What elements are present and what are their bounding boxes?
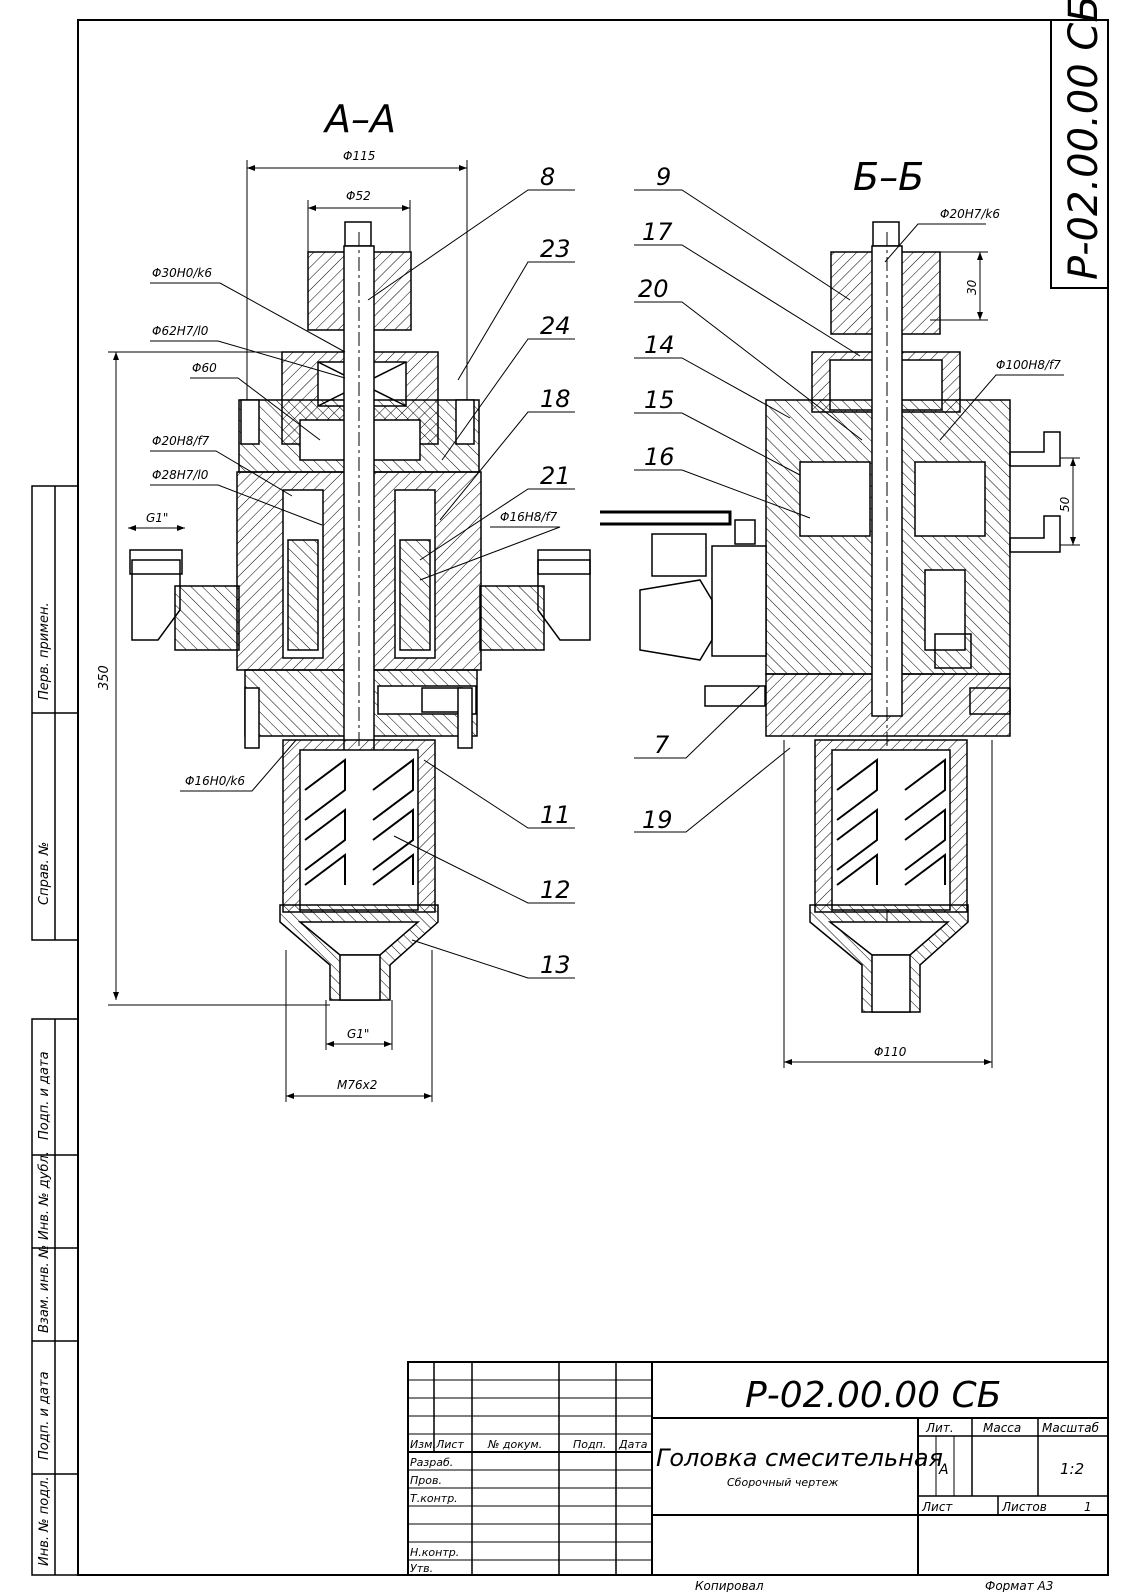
callout-14: 14 [644, 331, 675, 359]
dim-f30: Φ30H0/k6 [152, 266, 212, 280]
dim-h350: 350 [97, 665, 112, 690]
sheets-value: 1 [1084, 1500, 1092, 1514]
scale-header: Масштаб [1042, 1421, 1100, 1435]
dim-f16f7: Φ16H8/f7 [500, 510, 558, 524]
dim-g1-top: G1" [146, 511, 168, 525]
mass-header: Масса [983, 1421, 1021, 1435]
designation-corner: Р-02.00.00 СБ [1050, 0, 1109, 289]
stamp-row-3: Н.контр. [410, 1546, 459, 1559]
stamp-row-1: Пров. [410, 1474, 442, 1487]
callouts-b: 9 17 20 14 15 16 7 19 [638, 163, 675, 834]
callout-13: 13 [540, 951, 571, 979]
stamp-col-4: Дата [618, 1438, 648, 1451]
stamp-row-2: Т.контр. [410, 1492, 458, 1505]
callouts-a: 8 23 24 18 21 11 12 13 [540, 163, 571, 979]
callout-20: 20 [638, 275, 669, 303]
callout-8: 8 [540, 163, 555, 191]
side-label-0: Перв. примен. [37, 602, 52, 700]
title-block-text: Р-02.00.00 СБ Головка смесительная Сборо… [410, 1375, 1100, 1575]
shaft-key-top [344, 221, 372, 247]
view-a [129, 221, 591, 1001]
dim-h50: 50 [1058, 496, 1072, 512]
designation-main: Р-02.00.00 СБ [745, 1375, 1001, 1416]
stamp-col-1: Лист [435, 1438, 464, 1451]
dim-f62: Φ62H7/l0 [152, 324, 209, 338]
stamp-col-2: № докум. [487, 1438, 542, 1451]
dim-f20k6: Φ20H7/k6 [940, 207, 1000, 221]
dim-d110: Φ110 [874, 1045, 907, 1059]
lit-value: А [938, 1462, 949, 1478]
right-fitting [479, 585, 545, 651]
drawing-title: Головка смесительная [656, 1444, 943, 1472]
dim-text-a: Φ115 Φ52 Φ30H0/k6 Φ62H7/l0 Φ60 Φ20H8/f7 … [97, 149, 558, 1092]
callout-11: 11 [540, 801, 571, 829]
callout-15: 15 [644, 386, 675, 414]
dims-a [108, 160, 575, 1102]
dim-d115: Φ115 [343, 149, 375, 163]
sheet-label: Лист [921, 1500, 953, 1514]
left-fitting [174, 585, 240, 651]
callout-21: 21 [540, 462, 571, 490]
drawing-subtitle: Сборочный чертеж [727, 1476, 838, 1489]
side-label-6: Инв. № подл. [37, 1476, 52, 1566]
section-a-title: А–А [322, 97, 396, 141]
stamp-row-4: Утв. [410, 1562, 433, 1575]
callout-12: 12 [540, 876, 571, 904]
dim-d52: Φ52 [346, 189, 371, 203]
callout-7: 7 [654, 731, 670, 759]
copied-label: Копировал [695, 1579, 764, 1592]
dim-h30: 30 [965, 279, 979, 295]
dim-f28: Φ28H7/l0 [152, 468, 209, 482]
format-label: Формат А3 [985, 1579, 1053, 1592]
side-labels: Перв. примен. Справ. № Подп. и дата Инв.… [37, 602, 52, 1566]
callout-17: 17 [642, 218, 673, 246]
callout-16: 16 [644, 443, 675, 471]
side-label-5: Подп. и дата [37, 1371, 52, 1460]
stamp-col-0: Изм. [410, 1438, 436, 1451]
callout-24: 24 [540, 312, 571, 340]
section-b-title: Б–Б [853, 155, 924, 199]
valve-body [711, 545, 767, 657]
dim-m76: M76x2 [337, 1078, 377, 1092]
dim-f100: Φ100H8/f7 [996, 358, 1061, 372]
callout-23: 23 [540, 235, 571, 263]
dims-b [634, 189, 1080, 1068]
side-strip [31, 485, 79, 1576]
dim-g1-bot: G1" [347, 1027, 369, 1041]
side-label-1: Справ. № [37, 842, 52, 905]
designation-rotated: Р-02.00.00 СБ [1061, 0, 1107, 280]
sheets-label: Листов [1001, 1500, 1047, 1514]
callout-19: 19 [642, 806, 673, 834]
dim-d60: Φ60 [192, 361, 217, 375]
lit-header: Лит. [925, 1421, 954, 1435]
callout-9: 9 [656, 163, 671, 191]
callout-18: 18 [540, 385, 571, 413]
side-label-3: Инв. № дубл. [37, 1151, 52, 1240]
side-label-2: Подп. и дата [37, 1051, 52, 1140]
dim-f20: Φ20H8/f7 [152, 434, 210, 448]
title-block [407, 1361, 1109, 1576]
scale-value: 1:2 [1060, 1460, 1084, 1478]
dim-f16k6: Φ16H0/k6 [185, 774, 245, 788]
view-b [600, 221, 1061, 1013]
dim-text-b: Φ20H7/k6 30 Φ100H8/f7 50 Φ110 [874, 207, 1072, 1059]
stamp-col-3: Подп. [573, 1438, 606, 1451]
side-label-4: Взам. инв. № [37, 1245, 52, 1333]
stamp-row-0: Разраб. [410, 1456, 453, 1469]
